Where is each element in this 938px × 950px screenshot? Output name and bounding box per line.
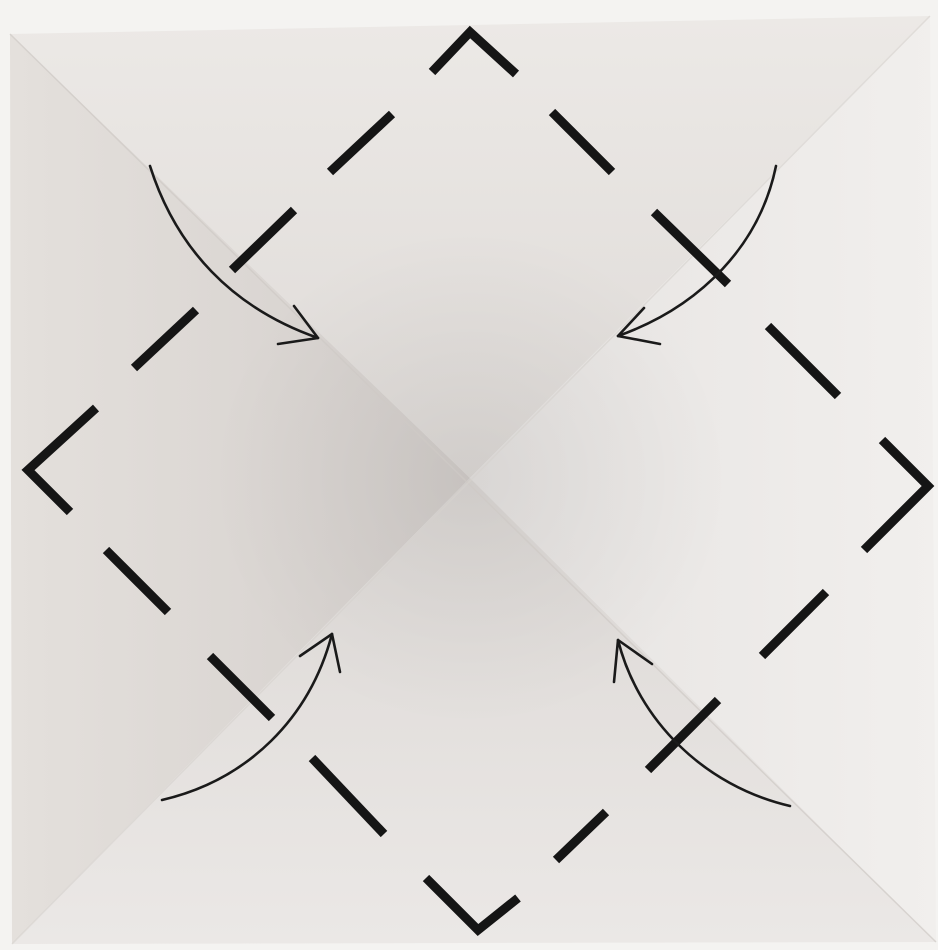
paper-center-shadow [210,228,730,728]
paper-sheet [10,16,936,944]
